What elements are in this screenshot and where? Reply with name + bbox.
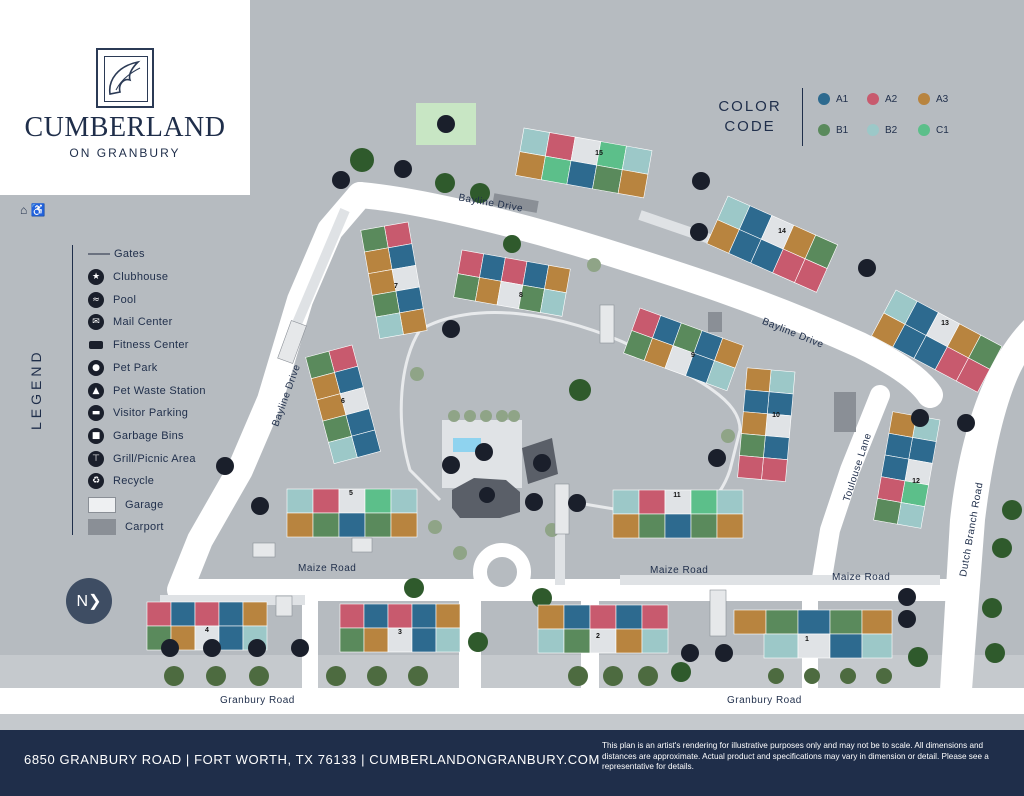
color-swatch-a2	[867, 93, 879, 105]
site-map	[0, 103, 1024, 730]
road-label-granbury-left: Granbury Road	[220, 695, 295, 706]
building-12-number: 12	[912, 478, 920, 485]
building-10-number: 10	[772, 412, 780, 419]
legend-item-pool: ≈ Pool	[88, 291, 136, 309]
logo-emblem-icon	[96, 48, 154, 108]
legend-item-garage: Garage	[88, 496, 164, 514]
road-label-granbury-right: Granbury Road	[727, 695, 802, 706]
color-swatch-b1	[818, 124, 830, 136]
building-9-number: 9	[691, 352, 695, 359]
color-swatch-c1	[918, 124, 930, 136]
building-5-number: 5	[349, 490, 353, 497]
building-13-number: 13	[941, 320, 949, 327]
footer-address: 6850 GRANBURY ROAD | FORT WORTH, TX 7613…	[24, 752, 600, 767]
legend-item-pet-park: ● Pet Park	[88, 359, 158, 377]
pool-icon: ≈	[88, 292, 104, 308]
color-code-title: COLOR CODE	[718, 98, 782, 135]
logo-panel: CUMBERLAND ON GRANBURY	[0, 0, 250, 195]
legend-item-carport: Carport	[88, 518, 164, 536]
legend-item-grill: ⊤ Grill/Picnic Area	[88, 450, 196, 468]
legend-title: LEGEND	[28, 348, 44, 430]
legend-item-garbage: ■ Garbage Bins	[88, 427, 184, 445]
carport-swatch	[88, 519, 116, 535]
building-3-number: 3	[398, 629, 402, 636]
building-6-number: 6	[341, 398, 345, 405]
trash-icon: ■	[88, 428, 104, 444]
building-15-number: 15	[595, 150, 603, 157]
legend-item-clubhouse: ★ Clubhouse	[88, 268, 168, 286]
color-swatch-a1	[818, 93, 830, 105]
color-code-a1: A1	[818, 93, 848, 105]
star-icon: ★	[88, 269, 104, 285]
legend-item-recycle: ♻ Recycle	[88, 472, 154, 490]
footer-bar: 6850 GRANBURY ROAD | FORT WORTH, TX 7613…	[0, 730, 1024, 796]
color-code-b2: B2	[867, 124, 897, 136]
color-code-c1: C1	[918, 124, 949, 136]
dog-icon: ▲	[88, 383, 104, 399]
mail-icon: ✉	[88, 314, 104, 330]
building-11-number: 11	[673, 492, 681, 499]
building-4-number: 4	[205, 627, 209, 634]
north-arrow-icon: N❯	[66, 578, 112, 624]
building-7-number: 7	[394, 283, 398, 290]
color-code-b1: B1	[818, 124, 848, 136]
building-8-number: 8	[519, 292, 523, 299]
legend-item-fitness: Fitness Center	[88, 336, 189, 354]
car-icon: ▬	[88, 405, 104, 421]
building-14-number: 14	[778, 228, 786, 235]
color-code-a3: A3	[918, 93, 948, 105]
road-label-maize-left: Maize Road	[298, 563, 357, 574]
color-code-a2: A2	[867, 93, 897, 105]
legend-item-visitor-parking: ▬ Visitor Parking	[88, 404, 188, 422]
recycle-icon: ♻	[88, 473, 104, 489]
color-code-divider	[802, 88, 803, 146]
fitness-icon	[89, 341, 103, 349]
brand-subtitle: ON GRANBURY	[69, 146, 181, 160]
legend-item-mail: ✉ Mail Center	[88, 313, 173, 331]
legend-item-pet-waste: ▲ Pet Waste Station	[88, 382, 206, 400]
building-1-number: 1	[805, 636, 809, 643]
gate-line-icon	[88, 253, 110, 255]
footer-disclaimer: This plan is an artist's rendering for i…	[602, 741, 989, 771]
brand-name: CUMBERLAND	[24, 112, 226, 143]
garage-swatch	[88, 497, 116, 513]
color-swatch-b2	[867, 124, 879, 136]
legend-item-gates: Gates	[88, 245, 145, 263]
grill-icon: ⊤	[88, 451, 104, 467]
legend-divider	[72, 245, 73, 535]
road-label-maize-center: Maize Road	[650, 565, 709, 576]
accessibility-icon: ⌂ ♿	[20, 203, 46, 217]
road-label-maize-right: Maize Road	[832, 572, 891, 583]
paw-icon: ●	[88, 360, 104, 376]
building-2-number: 2	[596, 633, 600, 640]
color-swatch-a3	[918, 93, 930, 105]
